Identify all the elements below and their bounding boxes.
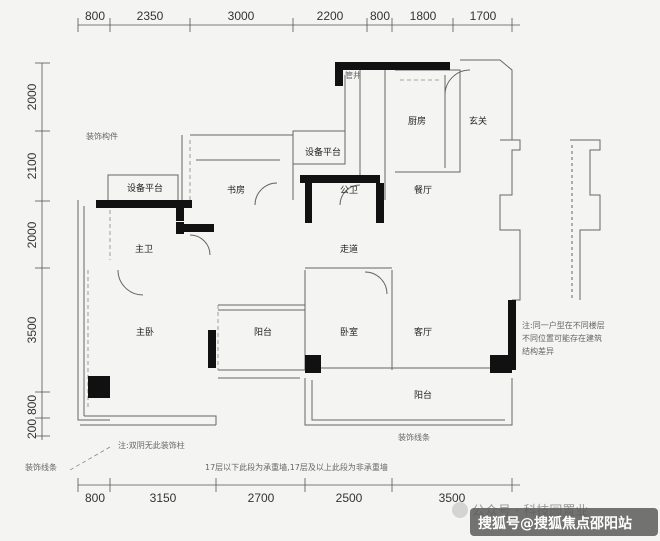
thin-walls xyxy=(77,59,601,426)
label-entrance: 玄关 xyxy=(469,115,487,127)
note-fake-column: 注:双阴无此装饰柱 xyxy=(118,440,185,450)
note-decor-line-left: 装饰线条 xyxy=(25,462,57,472)
dim-top-6: 1800 xyxy=(410,9,437,23)
note-bearing-wall: 17层以下此段为承重墙,17层及以上此段为非承重墙 xyxy=(205,462,388,472)
label-living: 客厅 xyxy=(414,326,432,338)
dim-top-7: 1700 xyxy=(470,9,497,23)
watermark-box xyxy=(470,508,658,536)
label-dining: 餐厅 xyxy=(414,184,432,196)
wechat-logo-icon xyxy=(452,502,468,518)
dim-left-1: 2000 xyxy=(25,83,39,110)
dim-top-4: 2200 xyxy=(317,9,344,23)
dashed-lines xyxy=(69,79,440,471)
watermark-sohu: 搜狐号@搜狐焦点邵阳站 xyxy=(478,515,632,532)
label-pipe-shaft: 管井 xyxy=(345,70,361,80)
dim-left-4: 3500 xyxy=(25,316,39,343)
label-balcony-small: 阳台 xyxy=(254,326,272,338)
note-same-type-2: 不同位置可能存在建筑 xyxy=(522,333,602,343)
dim-left-2: 2100 xyxy=(25,152,39,179)
label-kitchen: 厨房 xyxy=(408,115,426,127)
dim-top-3: 3000 xyxy=(228,9,255,23)
dim-bottom-4: 2500 xyxy=(336,491,363,505)
label-equipment-top: 设备平台 xyxy=(305,146,341,158)
label-equipment-left: 设备平台 xyxy=(127,182,163,194)
label-corridor: 走道 xyxy=(340,243,358,255)
note-decor-line-right: 装饰线条 xyxy=(398,432,430,442)
dim-left-6: 200 xyxy=(25,419,39,439)
label-bedroom: 卧室 xyxy=(340,326,358,338)
label-public-bath: 公卫 xyxy=(340,185,358,196)
dim-bottom-2: 3150 xyxy=(150,491,177,505)
dim-bottom-1: 800 xyxy=(85,491,105,505)
dim-top-2: 2350 xyxy=(137,9,164,23)
top-dimension-line xyxy=(77,18,520,32)
label-study: 书房 xyxy=(227,184,245,196)
note-decor-component: 装饰构件 xyxy=(86,131,118,141)
label-master-bedroom: 主卧 xyxy=(136,326,154,338)
dim-top-1: 800 xyxy=(85,9,105,23)
dim-left-3: 2000 xyxy=(25,221,39,248)
dim-top-5: 800 xyxy=(370,9,390,23)
dim-bottom-3: 2700 xyxy=(248,491,275,505)
left-dimension-line xyxy=(35,62,50,440)
dim-bottom-5: 3500 xyxy=(439,491,466,505)
label-balcony-large: 阳台 xyxy=(414,389,432,401)
thick-walls xyxy=(88,62,516,398)
note-same-type-1: 注:同一户型在不同楼层 xyxy=(522,320,605,330)
dim-left-5: 800 xyxy=(25,395,39,415)
note-same-type-3: 结构差异 xyxy=(522,346,554,356)
label-master-bath: 主卫 xyxy=(135,243,153,255)
bottom-dimension-line xyxy=(77,478,520,492)
